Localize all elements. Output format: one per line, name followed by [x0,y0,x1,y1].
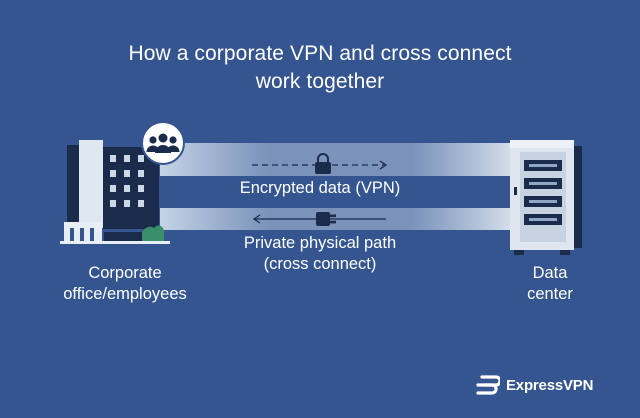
office-label-line-2: office/employees [63,285,187,303]
users-icon [141,121,185,165]
cross-connect-link [160,208,520,230]
expressvpn-logo-icon [476,375,500,395]
cross-connect-label-line-2: (cross connect) [263,255,377,273]
vpn-link [160,143,520,176]
vpn-pipe [160,143,520,176]
shrub [142,225,164,242]
diagram-title: How a corporate VPN and cross connect wo… [0,40,640,96]
office-label: Corporate office/employees [40,263,210,305]
server-rack [510,140,582,255]
datacenter-label: Data center [495,263,605,305]
datacenter-label-line-2: center [527,285,573,303]
vpn-label: Encrypted data (VPN) [200,178,440,199]
cross-connect-arrowhead [252,214,261,224]
lock-icon [315,153,331,174]
office-label-line-1: Corporate [88,264,162,282]
brand: ExpressVPN [474,373,593,397]
vpn-label-text: Encrypted data (VPN) [239,179,401,197]
cross-connect-label: Private physical path (cross connect) [200,233,440,275]
datacenter-label-line-1: Data [532,264,568,282]
office-building [60,140,170,244]
vpn-arrowhead [379,160,388,170]
cross-connect-label-line-1: Private physical path [243,234,397,252]
building-windows [110,155,144,207]
plug-icon [316,212,336,226]
brand-name: ExpressVPN [506,376,594,394]
title-line-1: How a corporate VPN and cross connect [128,42,512,65]
title-line-2: work together [255,70,385,93]
